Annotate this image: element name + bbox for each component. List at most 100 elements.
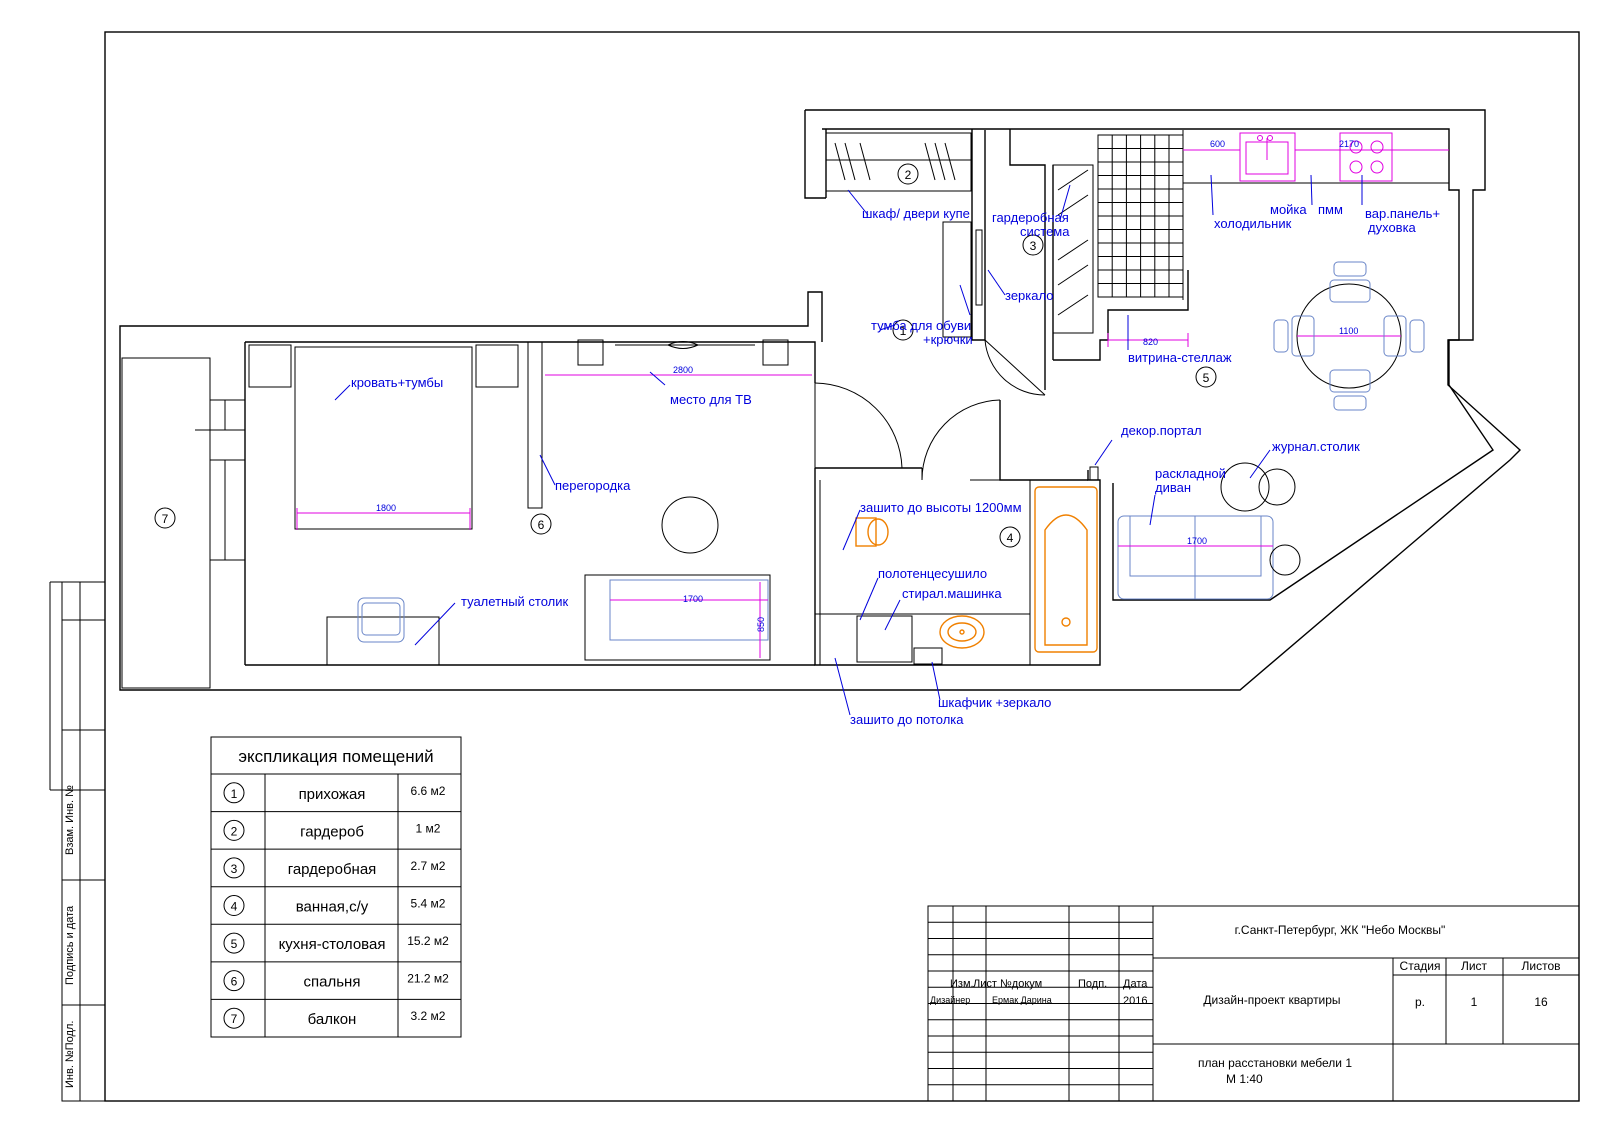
stamp-col-podp: Подп. [1078,978,1107,990]
label-fridge: холодильник [1214,216,1292,231]
stamp-col-izm: Изм. [950,978,974,990]
label-wardrobe-doors: шкаф/ двери купе [862,206,970,221]
side-label-podpis: Подпись и дата [64,905,76,985]
coffee-table-2 [1258,468,1296,506]
stamp-sheets-header: Листов [1522,959,1561,973]
explication-num-circle [223,970,245,992]
label-sewn-1200: зашито до высоты 1200мм [860,500,1022,515]
room-marker-3: 3 [1030,239,1037,253]
label-shoe-cabinet: тумба для обуви+крючки [871,318,973,347]
side-label-vzam: Взам. Инв. № [64,785,76,855]
mirror [975,229,983,306]
label-sink: мойка [1270,202,1307,217]
label-coffee-table: журнал.столик [1272,439,1360,454]
stamp-project: г.Санкт-Петербург, ЖК "Небо Москвы" [1235,923,1446,937]
label-partition: перегородка [555,478,631,493]
room-marker-2: 2 [905,168,912,182]
label-hob: вар.панель+духовка [1365,206,1440,235]
dimension-texts: 600 2170 820 1100 2800 1800 1700 850 170… [376,139,1359,632]
dim-850: 850 [756,617,766,632]
bathtub [1034,486,1098,653]
title-block: г.Санкт-Петербург, ЖК "Небо Москвы" Изм.… [927,905,1580,1102]
label-towel-dryer: полотенцесушило [878,566,987,581]
bed [248,344,519,530]
stamp-sheet-header: Лист [1461,959,1488,973]
room-marker-4: 4 [1007,531,1014,545]
explication-room-name: спальня [304,974,361,991]
stamp-plan-title: план расстановки мебели 1 [1198,1056,1352,1070]
explication-area: 3.2 м2 [411,1009,446,1023]
explication-num-circle [223,819,245,841]
wardrobe-sliding [825,132,972,192]
explication-area: 6.6 м2 [411,784,446,798]
explication-num-circle [223,857,245,879]
explication-num: 2 [231,824,238,838]
bedroom-sofa [584,574,771,661]
leaders [334,174,1363,716]
dim-1700-living: 1700 [1187,536,1207,546]
room-markers: 1 2 3 4 5 6 7 [154,163,1217,548]
side-label-inv: Инв. №Подл. [64,1021,76,1088]
stamp-year: 2016 [1123,995,1147,1007]
living-sofa [1117,515,1274,600]
explication-room-name: ванная,с/у [296,899,369,916]
bidet [855,517,889,547]
label-mirror: зеркало [1005,288,1053,303]
stamp-stage-header: Стадия [1400,959,1441,973]
stamp-col-doc: №докум [1000,978,1042,990]
showcase-rack [1107,333,1189,347]
room-marker-1: 1 [900,324,907,338]
label-tv: место для ТВ [670,392,752,407]
label-sewn-ceiling: зашито до потолка [850,712,964,727]
explication-room-name: гардеробная [288,861,377,878]
stamp-scale: М 1:40 [1226,1072,1263,1086]
stamp-doc-title: Дизайн-проект квартиры [1203,993,1340,1007]
explication-room-name: кухня-столовая [279,936,386,953]
explication-area: 15.2 м2 [407,934,449,948]
stamp-role: Дизайнер [930,995,970,1005]
walls [119,109,1522,691]
explication-num: 1 [231,787,238,801]
sheet-frame [104,31,1580,1102]
explication-num: 3 [231,862,238,876]
cabinet-mirror [913,647,943,665]
wardrobe-system [1052,164,1094,334]
dim-1700-bedroom: 1700 [683,594,703,604]
label-dishwasher: пмм [1318,202,1343,217]
explication-room-name: балкон [308,1011,357,1028]
label-showcase: витрина-стеллаж [1128,350,1232,365]
stamp-col-list: Лист [973,978,997,990]
tile-grid [1097,134,1184,298]
shoe-cabinet [942,221,972,338]
stamp-author: Ермак Дарина [992,995,1052,1005]
explication-num-circle [223,1007,245,1029]
explication-area: 21.2 м2 [407,972,449,986]
doors [814,339,1046,481]
side-strip: Взам. Инв. № Подпись и дата Инв. №Подл. [49,581,106,1102]
dim-600: 600 [1210,139,1225,149]
dining-table [1273,261,1425,411]
bedroom-round-table [661,496,719,554]
dim-1800: 1800 [376,503,396,513]
label-dressing-table: туалетный столик [461,594,569,609]
explication-area: 2.7 м2 [411,859,446,873]
dim-2800: 2800 [673,365,693,375]
washbasin [939,615,985,649]
label-bed: кровать+тумбы [351,375,443,390]
label-cabinet-mirror: шкафчик +зеркало [938,695,1051,710]
explication-num: 5 [231,937,238,951]
dressing-table [326,597,440,666]
room-marker-6: 6 [538,518,545,532]
label-washer: стирал.машинка [902,586,1002,601]
explication-num: 7 [231,1012,238,1026]
stamp-col-data: Дата [1123,978,1148,990]
portal [1089,466,1099,481]
explication-room-name: прихожая [299,786,366,803]
explication-num: 6 [231,975,238,989]
coffee-table-1 [1220,462,1270,512]
explication-area: 5.4 м2 [411,897,446,911]
